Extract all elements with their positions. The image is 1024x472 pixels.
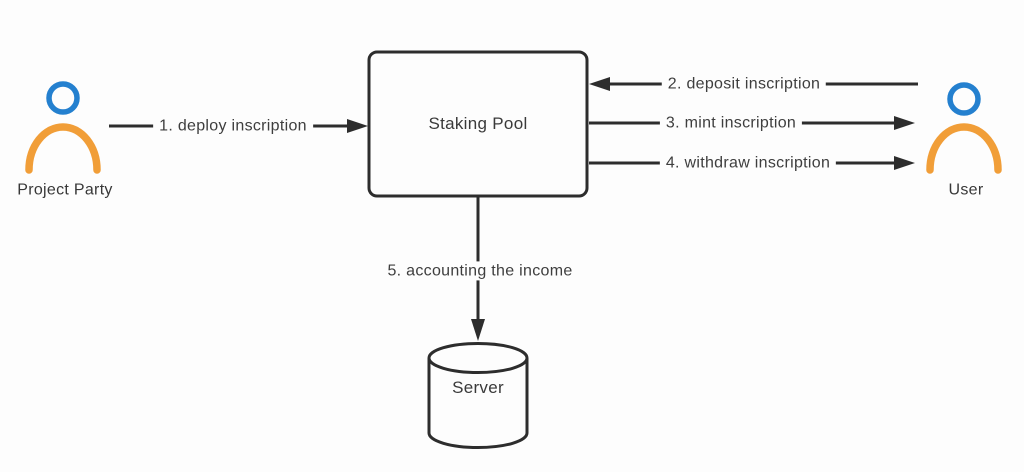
person-body-icon: [926, 123, 1002, 174]
arrowhead-left-icon: [589, 77, 610, 91]
arrowhead-right-icon: [347, 119, 368, 133]
staking-pool-label: Staking Pool: [428, 113, 528, 133]
cylinder-top: [427, 342, 529, 374]
user-person-icon: [926, 82, 1002, 174]
arrowhead-right-icon: [894, 156, 915, 170]
flow-label-withdraw-inscription: 4. withdraw inscription: [659, 153, 837, 173]
user-label: User: [948, 181, 984, 199]
project-party-label: Project Party: [17, 181, 113, 199]
project-party-person-icon: [25, 81, 101, 174]
flow-label-deploy-inscription: 1. deploy inscription: [153, 116, 313, 136]
flow-label-mint-inscription: 3. mint inscription: [659, 113, 803, 133]
flow-arrow-accounting-income: [471, 197, 485, 341]
arrowhead-down-icon: [471, 319, 485, 341]
arrowhead-right-icon: [894, 116, 915, 130]
server-label: Server: [452, 377, 504, 397]
person-body-icon: [25, 123, 101, 174]
person-head-icon: [947, 82, 981, 116]
server-cylinder-icon: [427, 342, 529, 449]
person-head-icon: [46, 81, 80, 115]
staking-pool-box: [367, 50, 589, 198]
flow-label-accounting-income: 5. accounting the income: [381, 261, 579, 281]
cylinder-body: [427, 358, 529, 449]
flow-label-deposit-inscription: 2. deposit inscription: [661, 74, 827, 94]
